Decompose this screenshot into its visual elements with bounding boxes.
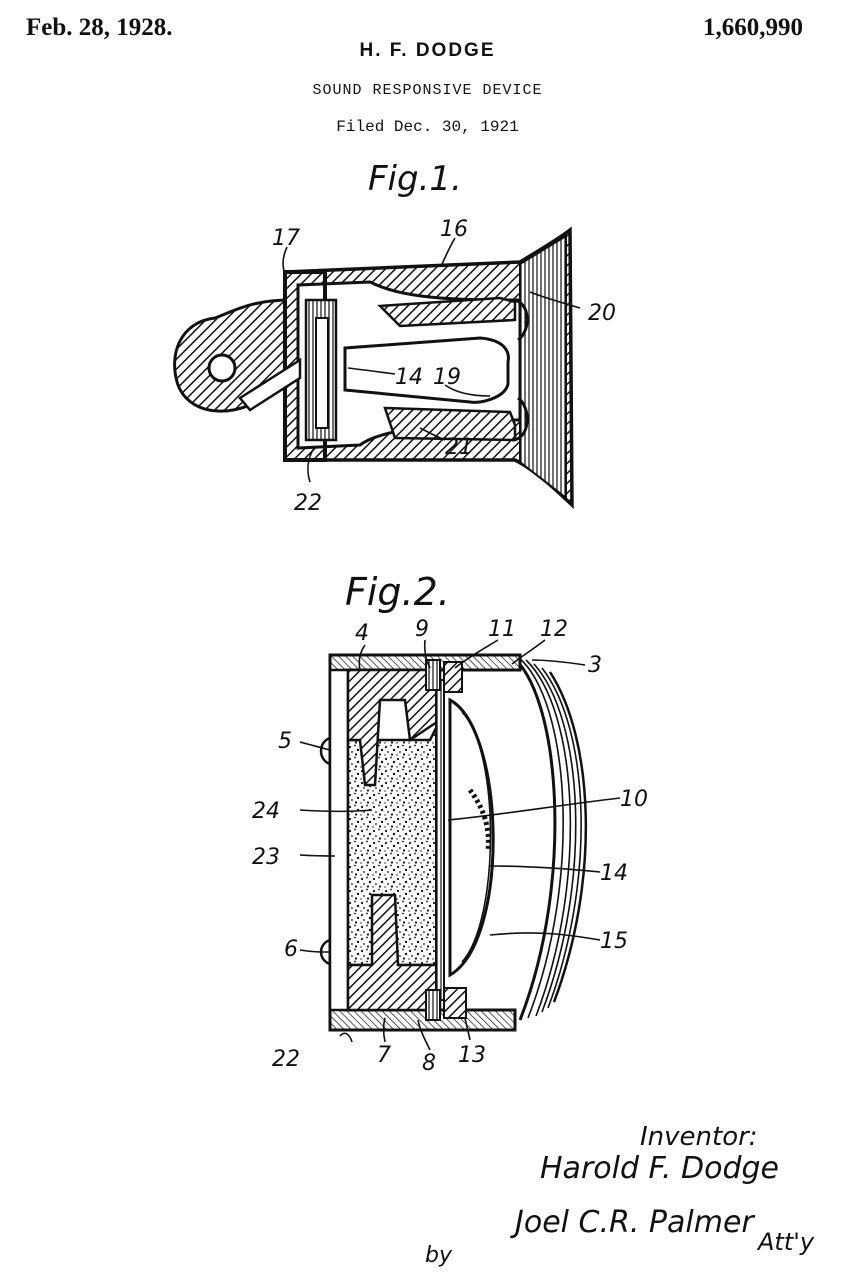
fig2-ref-22: 22: [272, 1047, 300, 1072]
fig1-ref-21: 21: [445, 435, 473, 460]
fig2-ref-8: 8: [422, 1051, 436, 1076]
fig2-ref-13: 13: [458, 1043, 486, 1068]
inventor-full-name: Harold F. Dodge: [540, 1151, 779, 1186]
inventor-header: H. F. DODGE: [359, 40, 496, 61]
by-label: by: [425, 1243, 453, 1268]
fig2-housing: [319, 653, 522, 1032]
fig1-ref-16: 16: [440, 217, 468, 242]
fig2-ref-23: 23: [252, 845, 280, 870]
fig2-ref-10: 10: [620, 787, 648, 812]
fig2-ref-24: 24: [252, 799, 280, 824]
attorney-suffix: Att'y: [756, 1228, 815, 1256]
signature-block: Inventor: Harold F. Dodge by Joel C.R. P…: [425, 1122, 815, 1268]
fig1-horn-body: [238, 226, 574, 510]
inventor-label: Inventor:: [640, 1122, 758, 1152]
figure-1: Fig.1.: [173, 159, 616, 516]
fig2-threaded-ring: [509, 653, 588, 1021]
attorney-signature: Joel C.R. Palmer: [510, 1205, 755, 1240]
fig1-ref-17: 17: [272, 226, 300, 251]
fig2-ref-12: 12: [540, 617, 568, 642]
fig2-ref-14: 14: [600, 861, 628, 886]
figure-2: Fig.2.: [252, 570, 648, 1076]
fig2-ref-4: 4: [355, 621, 369, 646]
fig2-ref-5: 5: [278, 729, 292, 754]
fig2-ref-9: 9: [415, 617, 429, 642]
filed-date: Filed Dec. 30, 1921: [336, 118, 519, 136]
patent-date: Feb. 28, 1928.: [26, 14, 173, 41]
fig2-ref-11: 11: [488, 617, 516, 642]
fig2-ref-6: 6: [284, 937, 298, 962]
fig1-ref-19: 19: [433, 365, 461, 390]
fig1-ref-14: 14: [395, 365, 423, 390]
fig2-ref-3: 3: [588, 653, 602, 678]
fig2-label: Fig.2.: [345, 570, 450, 614]
fig1-ref-20: 20: [588, 301, 616, 326]
fig2-ref-15: 15: [600, 929, 628, 954]
fig2-ref-7: 7: [377, 1043, 391, 1068]
patent-title: SOUND RESPONSIVE DEVICE: [312, 82, 543, 99]
fig1-label: Fig.1.: [368, 159, 462, 199]
patent-number: 1,660,990: [703, 14, 803, 41]
fig1-ref-22: 22: [294, 491, 322, 516]
